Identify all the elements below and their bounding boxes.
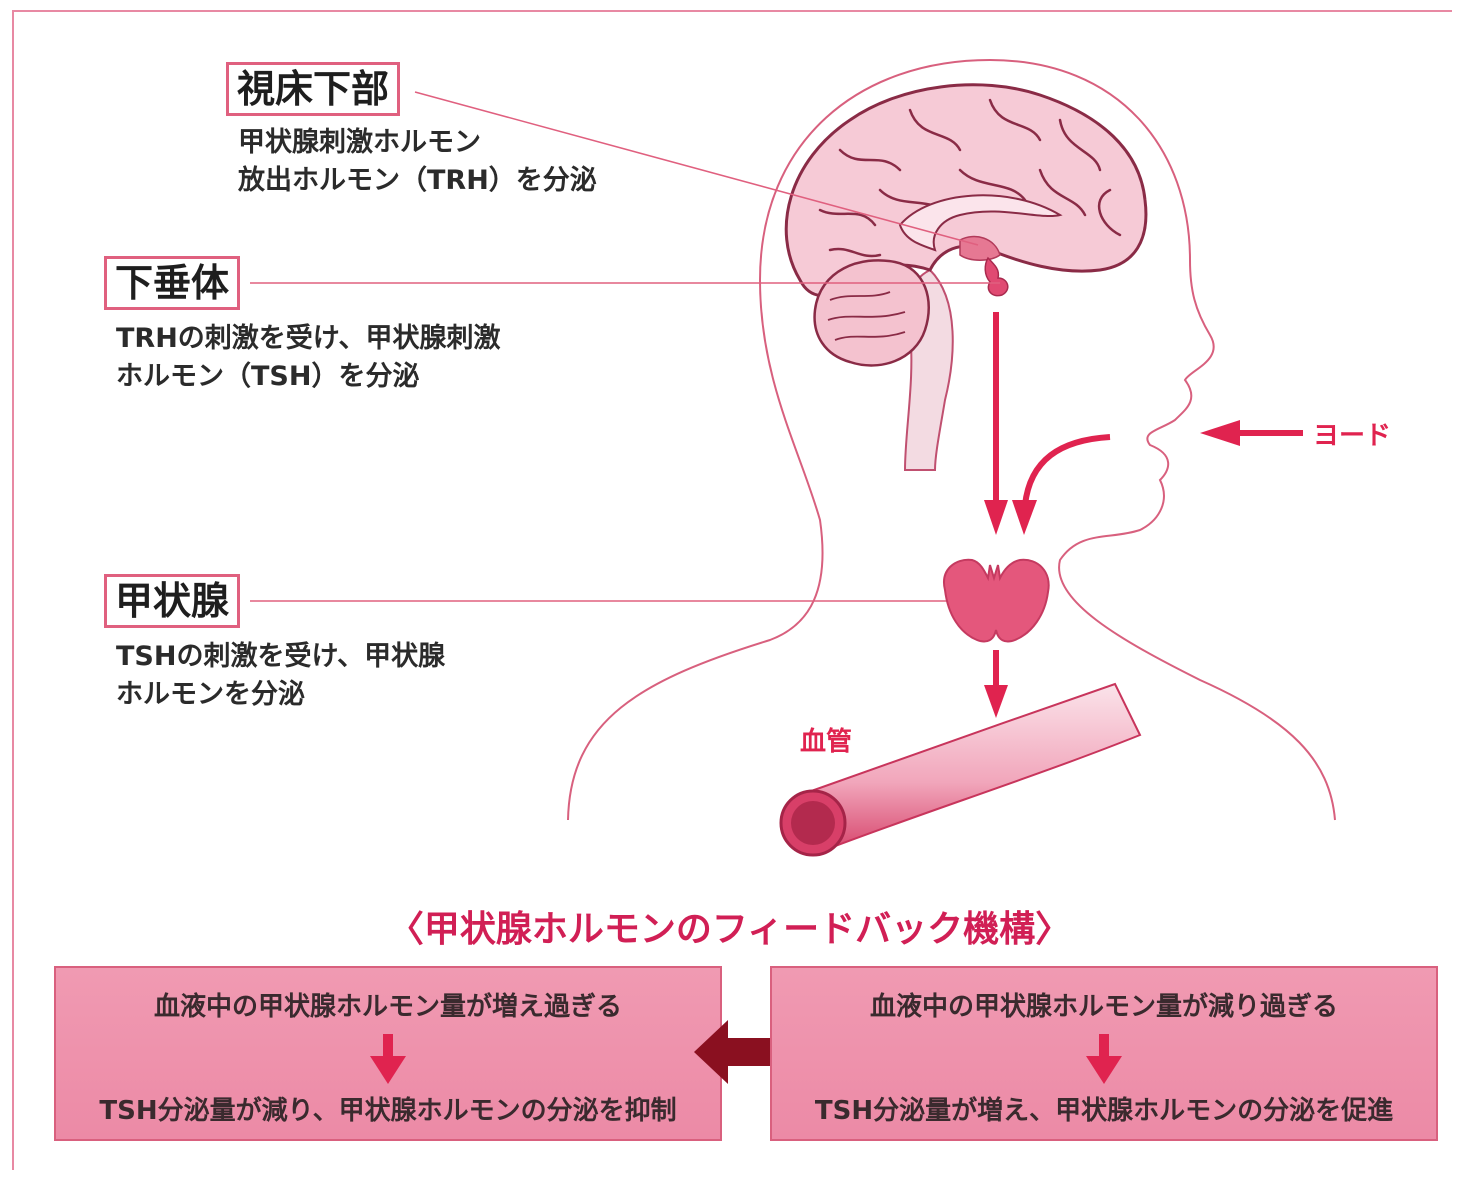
hypothalamus-leader [414, 91, 979, 246]
blood-vessel-label: 血管 [800, 727, 852, 757]
blood-vessel [798, 682, 1142, 850]
hormone-arrow [984, 650, 1008, 718]
thyroid-desc-line1: TSHの刺激を受け、甲状腺 [116, 641, 446, 672]
corpus-callosum [898, 194, 1063, 252]
feedback-box-excess: 血液中の甲状腺ホルモン量が増え過ぎる TSH分泌量が減り、甲状腺ホルモンの分泌を… [54, 966, 722, 1141]
thyroid-title: 甲状腺 [104, 574, 241, 628]
iodine-curve-arrow [1012, 434, 1111, 535]
hypothalamus-title: 視床下部 [226, 62, 401, 116]
figure-frame [12, 10, 1452, 1170]
down-arrow-icon [370, 1034, 406, 1084]
iodine-label: ヨード [1313, 421, 1391, 451]
feedback-excess-condition: 血液中の甲状腺ホルモン量が増え過ぎる [153, 992, 622, 1022]
feedback-deficit-result: TSH分泌量が増え、甲状腺ホルモンの分泌を促進 [814, 1096, 1394, 1126]
anatomy-illustration: ヨード 血管 [250, 58, 1391, 857]
feedback-deficit-condition: 血液中の甲状腺ホルモン量が減り過ぎる [869, 992, 1338, 1022]
pituitary-region [984, 256, 1009, 297]
blood-vessel-lumen [791, 801, 835, 845]
feedback-box-deficit: 血液中の甲状腺ホルモン量が減り過ぎる TSH分泌量が増え、甲状腺ホルモンの分泌を… [770, 966, 1438, 1141]
iodine-arrow [1200, 420, 1303, 446]
thyroid-gland [943, 558, 1050, 643]
brain [784, 83, 1148, 298]
tsh-arrow [984, 312, 1008, 535]
pituitary-desc-line2: ホルモン（TSH）を分泌 [116, 361, 420, 392]
hypothalamus-desc-line1: 甲状腺刺激ホルモン [238, 127, 481, 158]
cerebellum [813, 259, 930, 367]
feedback-excess-result: TSH分泌量が減り、甲状腺ホルモンの分泌を抑制 [99, 1096, 677, 1126]
thyroid-desc-line2: ホルモンを分泌 [116, 679, 305, 710]
down-arrow-icon [1086, 1034, 1122, 1084]
head-outline [567, 58, 1336, 821]
feedback-title: 〈甲状腺ホルモンのフィードバック機構〉 [387, 909, 1072, 950]
pituitary-title: 下垂体 [104, 256, 241, 310]
pituitary-desc-line1: TRHの刺激を受け、甲状腺刺激 [116, 323, 501, 354]
hypothalamus-desc-line2: 放出ホルモン（TRH）を分泌 [238, 165, 597, 196]
